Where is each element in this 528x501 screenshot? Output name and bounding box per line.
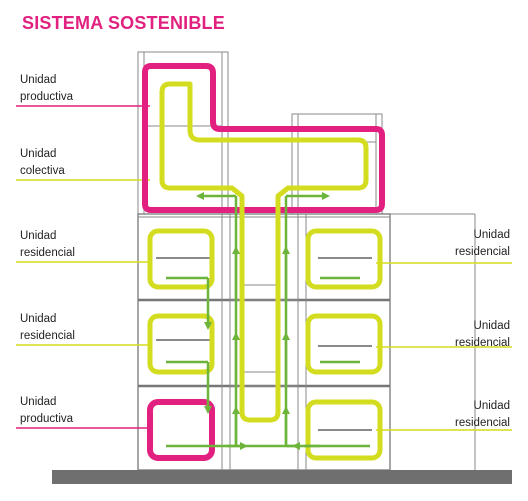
label-line1: Unidad [20, 148, 57, 160]
residencial-loop [147, 313, 215, 375]
label-left-colectiva: Unidad colectiva [20, 146, 65, 180]
label-left-productiva-top: Unidad productiva [20, 72, 73, 106]
circulation-flows [166, 192, 370, 450]
label-line1: Unidad [473, 229, 510, 241]
label-right-residencial-1: Unidad residencial [455, 227, 510, 261]
residencial-loops [147, 228, 383, 461]
label-line2: colectiva [20, 165, 65, 177]
label-right-residencial-2: Unidad residencial [455, 318, 510, 352]
label-line1: Unidad [473, 400, 510, 412]
label-line1: Unidad [473, 320, 510, 332]
main-block [137, 213, 391, 471]
label-line2: residencial [455, 337, 510, 349]
productiva-loop-lower [147, 399, 215, 461]
residencial-loop [305, 399, 383, 461]
core-left-wall [221, 213, 231, 471]
label-line2: residencial [20, 330, 75, 342]
label-line2: residencial [20, 247, 75, 259]
label-right-residencial-3: Unidad residencial [455, 398, 510, 432]
ground [52, 470, 512, 484]
label-line1: Unidad [20, 313, 57, 325]
label-line1: Unidad [20, 230, 57, 242]
residencial-loop [305, 313, 383, 375]
label-left-residencial-2: Unidad residencial [20, 311, 75, 345]
productiva-loop-upper [142, 63, 385, 213]
leader-lines [16, 105, 512, 431]
residencial-loop [147, 228, 215, 290]
label-line1: Unidad [20, 74, 57, 86]
label-line2: productiva [20, 91, 74, 103]
label-left-productiva-bottom: Unidad productiva [20, 394, 73, 428]
label-line1: Unidad [20, 396, 57, 408]
label-line2: residencial [455, 246, 510, 258]
colectiva-loop [159, 81, 369, 423]
label-line2: productiva [20, 413, 74, 425]
core-right-wall [297, 213, 307, 471]
diagram-title: SISTEMA SOSTENIBLE [22, 13, 225, 33]
residencial-loop [305, 228, 383, 290]
label-left-residencial-1: Unidad residencial [20, 228, 75, 262]
label-line2: residencial [455, 417, 510, 429]
